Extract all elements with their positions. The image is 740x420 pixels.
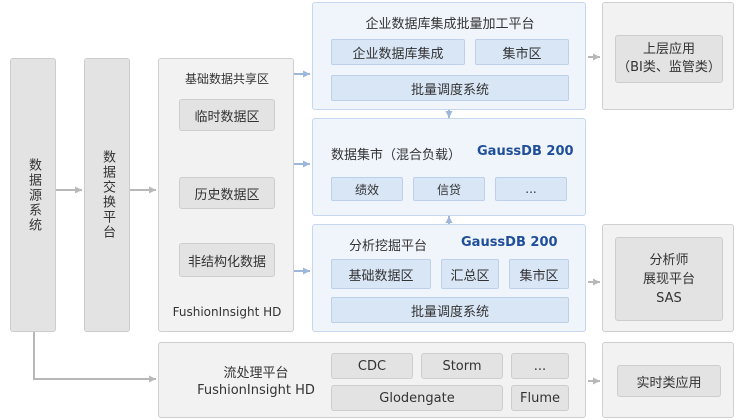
mart-item-performance: 绩效 bbox=[331, 177, 403, 201]
sharing-zone-panel: 基础数据共享区 临时数据区 历史数据区 非结构化数据 FushionInsigh… bbox=[158, 58, 294, 332]
realtime-apps-panel: 实时类应用 bbox=[602, 342, 734, 418]
analyst-panel: 分析师 展现平台 SAS bbox=[602, 224, 734, 332]
stream-tool-cdc-label: CDC bbox=[357, 358, 387, 374]
batch-mart-zone-label: 集市区 bbox=[502, 46, 542, 62]
analyst-platform-label: 展现平台 bbox=[642, 271, 695, 287]
enterprise-db-integration: 企业数据库集成 bbox=[331, 39, 465, 65]
stream-platform-title: 流处理平台 FushionInsight HD bbox=[181, 365, 331, 399]
source-system-label: 数据源系统 bbox=[26, 157, 41, 233]
analytics-platform-panel: 分析挖掘平台 GaussDB 200 基础数据区 汇总区 集市区 批量调度系统 bbox=[312, 224, 586, 332]
stream-tool-storm: Storm bbox=[421, 353, 503, 379]
mart-item-credit-label: 信贷 bbox=[436, 182, 461, 197]
mart-item-more-label: ... bbox=[525, 182, 537, 196]
data-exchange-label: 数据交换平台 bbox=[100, 150, 115, 240]
stream-tool-more: ... bbox=[511, 353, 569, 379]
stream-tool-cdc: CDC bbox=[331, 353, 413, 379]
upper-apps-panel: 上层应用 （BI类、监管类） bbox=[602, 2, 734, 110]
mart-item-performance-label: 绩效 bbox=[354, 182, 379, 197]
upper-apps-label: 上层应用 bbox=[642, 42, 695, 57]
batch-mart-zone: 集市区 bbox=[475, 39, 569, 65]
mart-item-credit: 信贷 bbox=[413, 177, 485, 201]
batch-scheduler-label: 批量调度系统 bbox=[410, 82, 489, 98]
stream-title-line2: FushionInsight HD bbox=[197, 383, 315, 398]
realtime-apps-label: 实时类应用 bbox=[636, 375, 702, 391]
stream-tool-more-label: ... bbox=[533, 358, 547, 374]
analytics-scheduler-label: 批量调度系统 bbox=[410, 304, 489, 320]
mart-item-more: ... bbox=[495, 177, 567, 201]
analytics-summary-zone: 汇总区 bbox=[441, 259, 499, 289]
batch-scheduler: 批量调度系统 bbox=[331, 75, 569, 101]
sharing-zone-footer: FushionInsight HD bbox=[172, 305, 282, 319]
realtime-apps-box: 实时类应用 bbox=[617, 365, 721, 397]
analyst-box: 分析师 展现平台 SAS bbox=[615, 237, 723, 321]
data-mart-engine: GaussDB 200 bbox=[477, 144, 574, 159]
upper-apps-box: 上层应用 （BI类、监管类） bbox=[615, 35, 723, 83]
stream-tool-flume: Flume bbox=[511, 385, 569, 411]
temp-data-zone: 临时数据区 bbox=[179, 99, 275, 131]
data-mart-panel: 数据集市（混合负载） GaussDB 200 绩效 信贷 ... bbox=[312, 118, 586, 216]
history-data-zone: 历史数据区 bbox=[179, 177, 275, 209]
analytics-platform-title: 分析挖掘平台 bbox=[349, 239, 428, 254]
analytics-base-zone-label: 基础数据区 bbox=[348, 268, 414, 284]
unstructured-data-label: 非结构化数据 bbox=[187, 254, 266, 270]
history-data-zone-label: 历史数据区 bbox=[194, 187, 260, 203]
batch-platform-title: 企业数据库集成批量加工平台 bbox=[365, 17, 535, 32]
unstructured-data-zone: 非结构化数据 bbox=[179, 243, 275, 277]
stream-tool-storm-label: Storm bbox=[442, 358, 482, 374]
enterprise-db-integration-label: 企业数据库集成 bbox=[352, 46, 444, 62]
sharing-zone-title: 基础数据共享区 bbox=[184, 72, 269, 86]
stream-tool-goldengate: Glodengate bbox=[331, 385, 503, 411]
data-mart-title: 数据集市（混合负载） bbox=[331, 148, 462, 163]
analytics-scheduler: 批量调度系统 bbox=[331, 297, 569, 323]
batch-platform-panel: 企业数据库集成批量加工平台 企业数据库集成 集市区 批量调度系统 bbox=[312, 2, 586, 110]
upper-apps-sublabel: （BI类、监管类） bbox=[617, 60, 721, 75]
stream-tool-goldengate-label: Glodengate bbox=[379, 390, 455, 406]
stream-tool-flume-label: Flume bbox=[520, 390, 560, 406]
temp-data-zone-label: 临时数据区 bbox=[194, 109, 260, 125]
source-system-box: 数据源系统 bbox=[10, 58, 56, 332]
data-exchange-box: 数据交换平台 bbox=[84, 58, 130, 332]
analytics-mart-zone-label: 集市区 bbox=[519, 268, 559, 284]
analytics-base-zone: 基础数据区 bbox=[331, 259, 431, 289]
analyst-label: 分析师 bbox=[649, 252, 689, 268]
stream-platform-panel: 流处理平台 FushionInsight HD CDC Storm ... Gl… bbox=[158, 342, 586, 418]
stream-title-line1: 流处理平台 bbox=[223, 366, 289, 381]
analytics-summary-zone-label: 汇总区 bbox=[450, 268, 490, 284]
analytics-mart-zone: 集市区 bbox=[509, 259, 569, 289]
analyst-sas-label: SAS bbox=[656, 290, 682, 306]
analytics-platform-engine: GaussDB 200 bbox=[461, 235, 558, 250]
